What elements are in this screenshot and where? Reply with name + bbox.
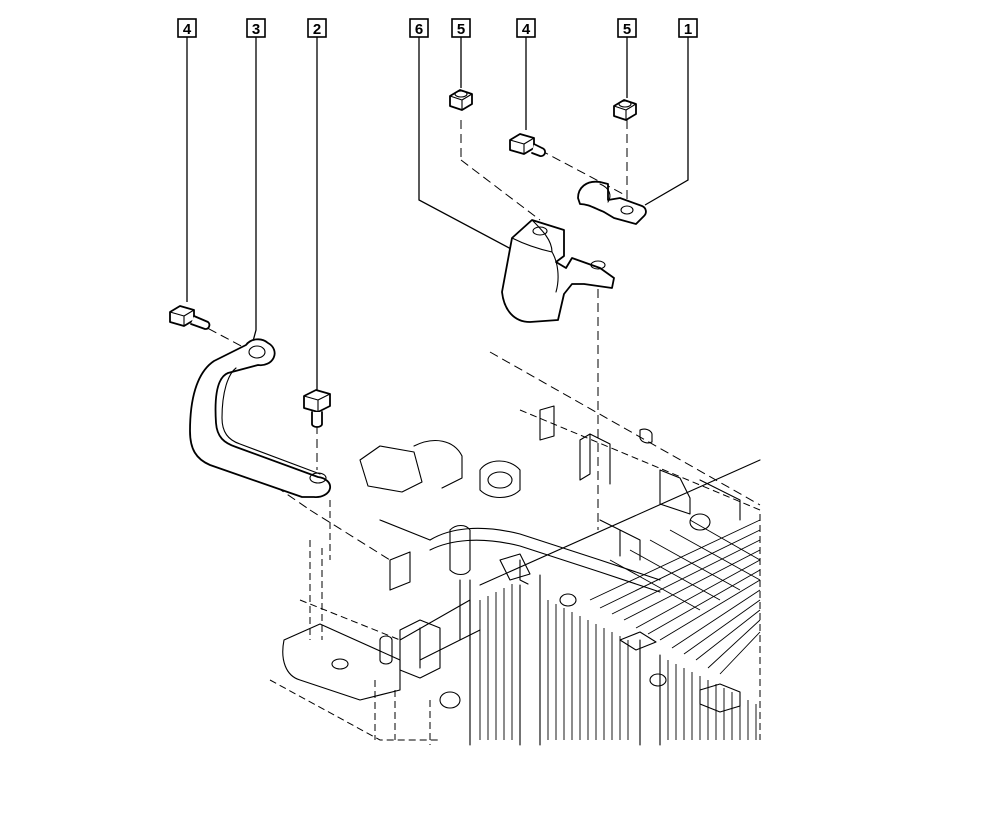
callout-5-right-label: 5 <box>623 21 631 38</box>
callout-2: 2 <box>307 18 327 38</box>
bracket-part-3 <box>189 338 332 498</box>
callout-5-left-label: 5 <box>457 21 465 38</box>
nut-part-5-right <box>613 99 637 121</box>
callout-5-right: 5 <box>617 18 637 38</box>
bolt-part-2 <box>303 389 331 428</box>
bolt-part-4-right <box>509 133 546 157</box>
radiator-fins <box>479 584 757 740</box>
callout-4-right-label: 4 <box>522 21 531 38</box>
radiator-core-hatching <box>589 519 761 675</box>
callout-5-left: 5 <box>451 18 471 38</box>
callout-3: 3 <box>246 18 266 38</box>
callout-4-right: 4 <box>516 18 536 38</box>
callout-6-label: 6 <box>415 21 423 38</box>
assembly-dashed-lines <box>195 120 761 561</box>
nut-part-5-left <box>449 89 473 111</box>
leader-lines <box>186 37 689 392</box>
callout-4-left: 4 <box>177 18 197 38</box>
callout-4-left-label: 4 <box>183 21 192 38</box>
engine-upper-components <box>359 405 741 713</box>
callout-2-label: 2 <box>313 21 321 38</box>
callout-3-label: 3 <box>252 21 260 38</box>
subframe-ghost <box>269 500 441 745</box>
bolt-part-4-left <box>169 305 211 330</box>
callout-6: 6 <box>409 18 429 38</box>
callout-1: 1 <box>678 18 698 38</box>
callout-1-label: 1 <box>684 21 692 38</box>
engine-radiator-assembly <box>269 405 761 746</box>
bracket-part-1 <box>577 180 647 225</box>
bracket-part-6 <box>501 219 615 323</box>
